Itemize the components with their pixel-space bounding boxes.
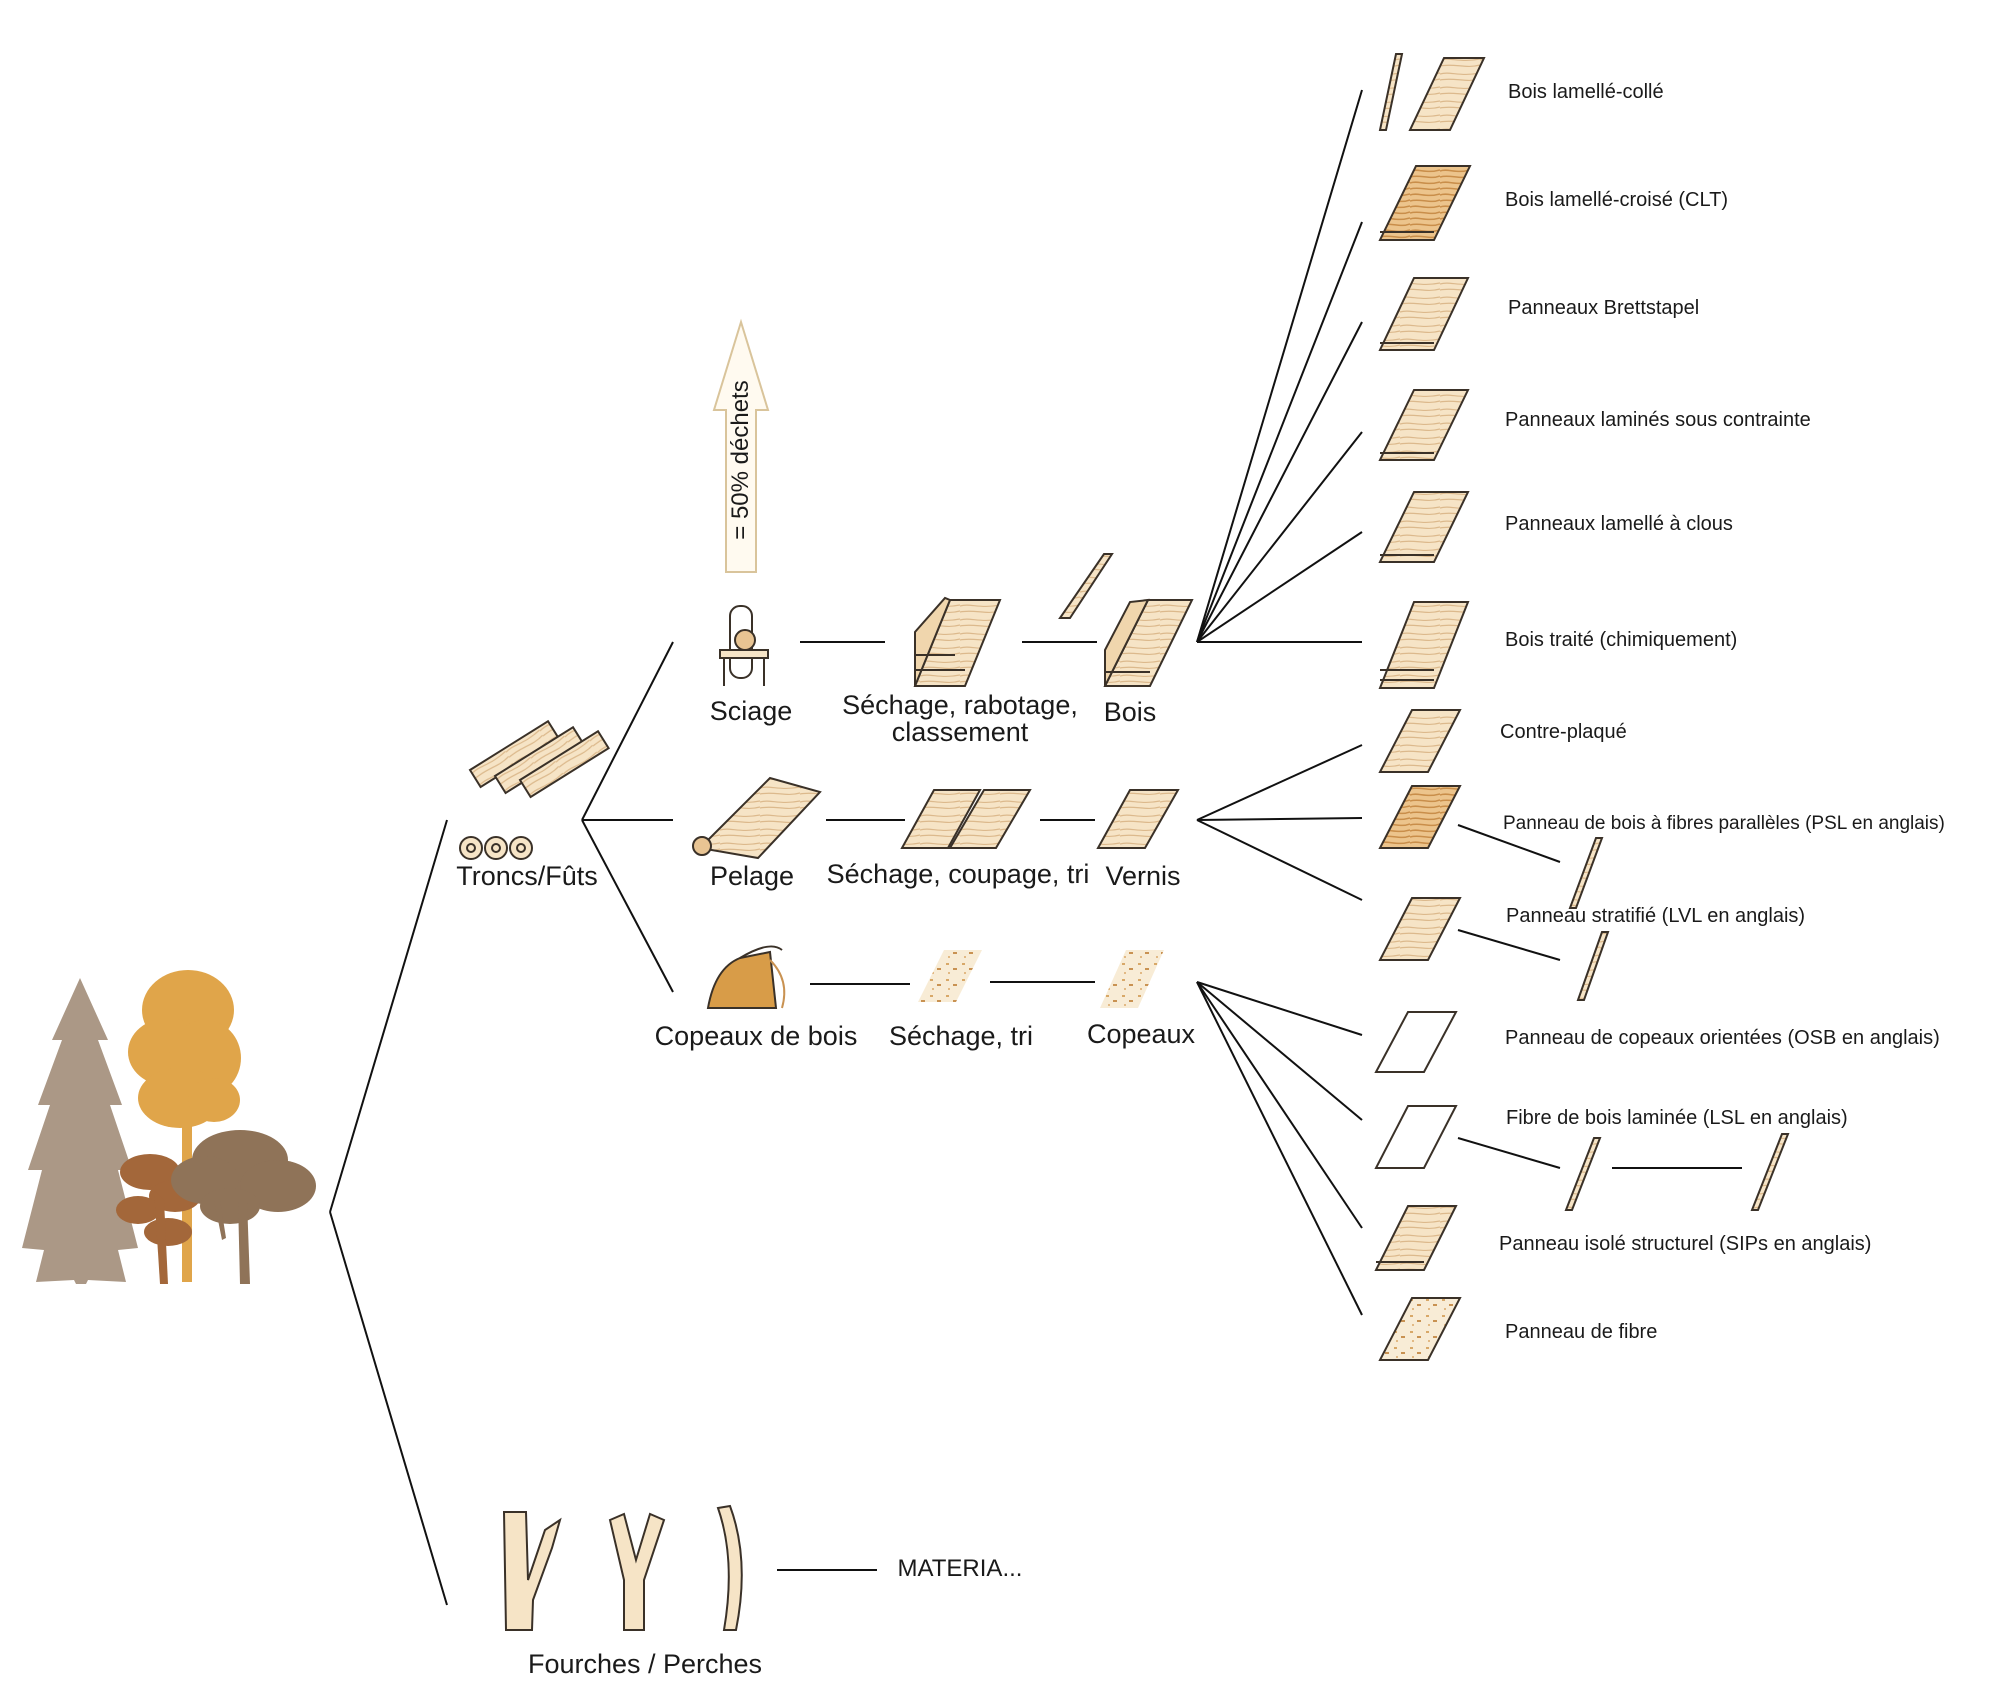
beam-icon (1564, 837, 1790, 1211)
product-label: Bois lamellé-collé (1508, 81, 1664, 103)
product-label: Bois lamellé-croisé (CLT) (1505, 189, 1729, 211)
product-label: Bois traité (chimiquement) (1505, 629, 1738, 651)
veneer-roll-icon (692, 776, 822, 860)
veneer-sheet-icon (1096, 789, 1180, 849)
wood-panel-icon (1378, 277, 1470, 351)
wood-panel-icon (1378, 1297, 1462, 1361)
wood-panel-icon (1378, 53, 1486, 131)
product-label: Panneau stratifié (LVL en anglais) (1506, 905, 1806, 927)
vernis-label: Vernis (1105, 861, 1181, 891)
beam-icon (1058, 553, 1114, 619)
product-icons (1374, 53, 1790, 1361)
wood-panel-icon (1374, 1205, 1458, 1271)
sechage-rabotage-label: Séchage, rabotage, classement (842, 690, 1078, 747)
pelage-label: Pelage (709, 861, 795, 891)
connector-lines (329, 89, 1742, 1606)
wood-panel-icon (1374, 1011, 1458, 1073)
product-label: Panneau de bois à fibres parallèles (PSL… (1503, 813, 1945, 834)
product-label: Panneaux lamellé à clous (1505, 513, 1733, 535)
up-arrow-icon (712, 318, 770, 573)
log-stack-icon (459, 719, 610, 860)
sechage-coupage-label: Séchage, coupage, tri (826, 859, 1090, 889)
materia-label: MATERIA... (897, 1555, 1023, 1582)
product-label: Panneaux Brettstapel (1508, 297, 1700, 319)
product-label: Fibre de bois laminée (LSL en anglais) (1506, 1107, 1848, 1129)
product-label: Panneaux laminés sous contrainte (1505, 409, 1811, 431)
wood-panel-icon (1374, 1105, 1458, 1169)
sechage-tri-label: Séchage, tri (888, 1021, 1034, 1051)
waste-note: = 50% déchets (727, 380, 754, 540)
wood-panel-icon (1378, 389, 1470, 461)
timber-stack-icon (1103, 598, 1194, 687)
copeaux-de-bois-label: Copeaux de bois (654, 1021, 858, 1051)
product-label: Contre-plaqué (1500, 721, 1627, 743)
wood-panel-icon (1378, 165, 1472, 241)
troncs-label: Troncs/Fûts (456, 861, 598, 891)
product-label: Panneau de copeaux orientées (OSB en ang… (1505, 1027, 1940, 1049)
bois-label: Bois (1103, 697, 1157, 727)
wood-panel-icon (1378, 491, 1470, 563)
wood-panel-icon (1378, 709, 1462, 773)
fourches-label: Fourches / Perches (527, 1649, 763, 1679)
wood-chip-icon (918, 950, 982, 1002)
band-saw-icon (719, 605, 769, 686)
wood-panel-icon (1378, 785, 1462, 849)
copeaux-label: Copeaux (1086, 1019, 1196, 1049)
timber-stack-icon (913, 596, 1002, 687)
fork-branch-icon (502, 1504, 743, 1631)
wood-chip-icon (706, 945, 786, 1009)
wood-panel-icon (1378, 897, 1462, 961)
tree-cluster-icon (22, 970, 316, 1284)
wood-panel-icon (1378, 601, 1470, 689)
wood-chip-icon (1100, 950, 1164, 1008)
veneer-sheet-icon (900, 789, 1032, 849)
product-label: Panneau isolé structurel (SIPs en anglai… (1499, 1233, 1872, 1255)
product-label: Panneau de fibre (1505, 1321, 1658, 1343)
sciage-label: Sciage (709, 696, 793, 726)
